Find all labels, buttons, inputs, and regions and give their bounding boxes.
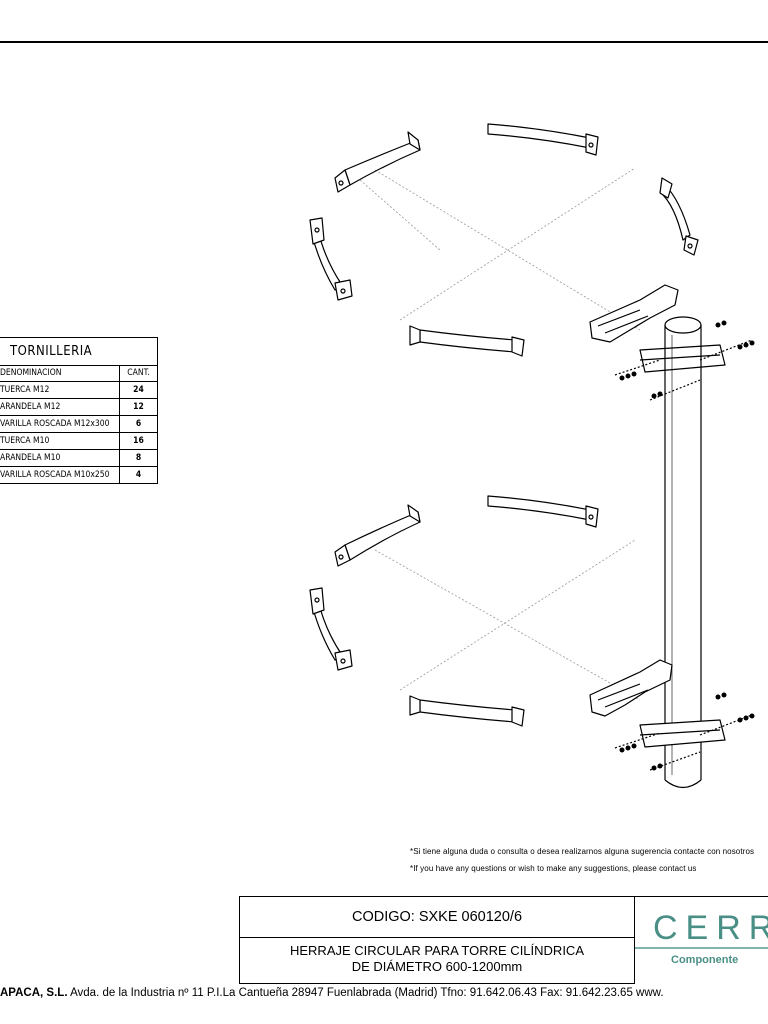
footer-details: Avda. de la Industria nº 11 P.I.La Cantu… (67, 987, 664, 999)
note-spanish: *Si tiene alguna duda o consulta o desea… (410, 847, 755, 856)
description-line-2: DE DIÁMETRO 600-1200mm (351, 959, 523, 974)
company-logo: CERR Componente (634, 896, 768, 983)
bolt-table: TORNILLERIA DENOMINACION CANT. TUERCA M1… (0, 337, 158, 484)
note-english: *If you have any questions or wish to ma… (410, 864, 697, 873)
row-qty: 4 (119, 467, 157, 483)
logo-name: CERR (653, 909, 768, 947)
bolt-table-header: DENOMINACION CANT. (0, 366, 157, 382)
table-row: TUERCA M10 16 (0, 433, 157, 450)
cylindrical-pole (664, 316, 702, 789)
row-name: TUERCA M10 (0, 436, 50, 446)
upper-ring-assembly (309, 123, 755, 401)
row-qty: 8 (119, 450, 157, 466)
lower-ring-assembly (309, 495, 755, 771)
title-block: CODIGO: SXKE 060120/6 HERRAJE CIRCULAR P… (239, 896, 635, 984)
row-qty: 6 (119, 416, 157, 432)
row-name: VARILLA ROSCADA M10x250 (0, 470, 110, 480)
logo-divider (635, 947, 768, 949)
footer-address: APACA, S.L. Avda. de la Industria nº 11 … (0, 987, 664, 999)
table-row: VARILLA ROSCADA M12x300 6 (0, 416, 157, 433)
footer-company: APACA, S.L. (0, 987, 68, 999)
header-denominacion: DENOMINACION (0, 368, 62, 378)
logo-tagline: Componente (671, 954, 739, 966)
product-code: CODIGO: SXKE 060120/6 (240, 897, 634, 938)
row-name: ARANDELA M12 (0, 402, 61, 412)
table-row: TUERCA M12 24 (0, 382, 157, 399)
row-qty: 12 (119, 399, 157, 415)
bolt-table-title: TORNILLERIA (0, 338, 157, 366)
table-row: VARILLA ROSCADA M10x250 4 (0, 467, 157, 483)
table-row: ARANDELA M10 8 (0, 450, 157, 467)
row-qty: 16 (119, 433, 157, 449)
top-border-line (0, 41, 768, 43)
product-description: HERRAJE CIRCULAR PARA TORRE CILÍNDRICA D… (240, 938, 634, 988)
row-qty: 24 (119, 382, 157, 398)
header-cant: CANT. (119, 366, 157, 381)
row-name: ARANDELA M10 (0, 453, 61, 463)
description-line-1: HERRAJE CIRCULAR PARA TORRE CILÍNDRICA (289, 943, 584, 958)
table-row: ARANDELA M12 12 (0, 399, 157, 416)
row-name: TUERCA M12 (0, 385, 50, 395)
row-name: VARILLA ROSCADA M12x300 (0, 419, 110, 429)
